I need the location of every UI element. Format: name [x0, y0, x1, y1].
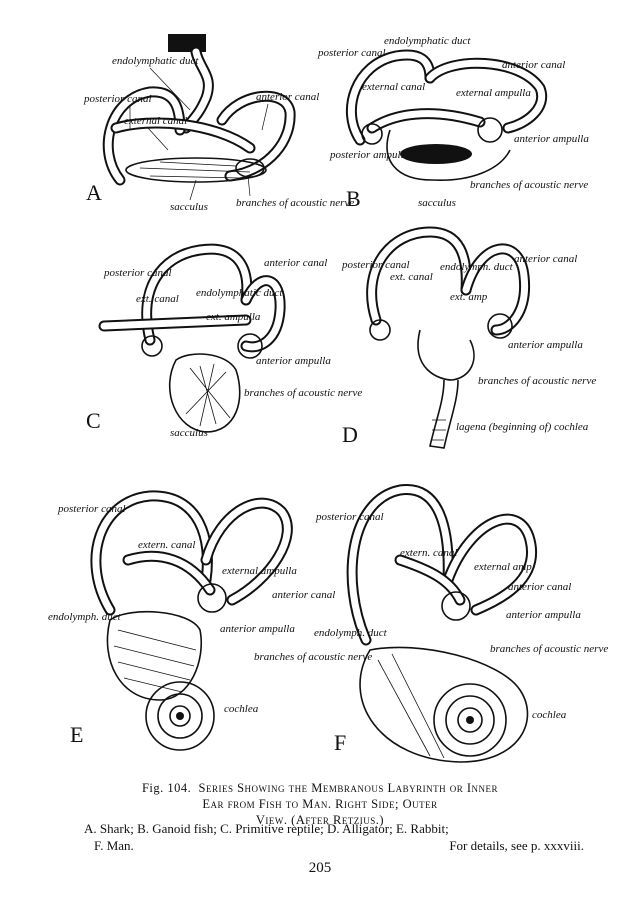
label-c-anterior-ampulla: anterior ampulla	[256, 355, 331, 367]
labyrinth-figure: endolymphatic duct posterior canal exter…	[48, 34, 608, 763]
label-d-anterior-ampulla: anterior ampulla	[508, 339, 583, 351]
panel-a: endolymphatic duct posterior canal exter…	[83, 34, 354, 213]
label-b-sacculus: sacculus	[418, 197, 456, 209]
caption-text-2: Ear from Fish to Man. Right Side; Outer	[202, 797, 438, 811]
label-b-anterior-ampulla: anterior ampulla	[514, 133, 589, 145]
figure-caption: Fig. 104. Series Showing the Membranous …	[70, 780, 570, 828]
label-c-posterior-canal: posterior canal	[103, 267, 172, 279]
label-a-duct-1: endolymphatic duct	[112, 55, 199, 67]
label-a-sacculus: sacculus	[170, 201, 208, 213]
label-d-duct: endolymph. duct	[440, 261, 514, 273]
label-b-anterior-canal: anterior canal	[502, 59, 565, 71]
panel-letter-e: E	[70, 722, 83, 747]
panel-letter-c: C	[86, 408, 101, 433]
label-f-extern-canal: extern. canal	[400, 547, 457, 559]
label-e-cochlea: cochlea	[224, 703, 259, 715]
legend-line-2-right: For details, see p. xxxviii.	[449, 838, 584, 853]
caption-line-1: Fig. 104. Series Showing the Membranous …	[70, 780, 570, 796]
label-e-external-ampulla: external ampulla	[222, 565, 297, 577]
species-legend: A. Shark; B. Ganoid fish; C. Primitive r…	[84, 820, 584, 854]
label-f-anterior-canal: anterior canal	[508, 581, 571, 593]
label-e-posterior-canal: posterior canal	[57, 503, 126, 515]
label-d-anterior-canal: anterior canal	[514, 253, 577, 265]
label-b-posterior-canal: posterior canal	[317, 47, 386, 59]
label-f-external-amp: external amp.	[474, 561, 534, 573]
label-f-duct: endolymph. duct	[314, 627, 388, 639]
label-d-lagena: lagena (beginning of) cochlea	[456, 421, 589, 433]
label-b-duct: endolymphatic duct	[384, 35, 471, 47]
label-a-anterior-canal: anterior canal	[256, 91, 319, 103]
panel-b: endolymphatic duct posterior canal anter…	[317, 35, 589, 211]
label-d-nerve: branches of acoustic nerve	[478, 375, 596, 387]
label-c-ext-canal: ext. canal	[136, 293, 179, 305]
label-b-nerve: branches of acoustic nerve	[470, 179, 588, 191]
label-a-nerve: branches of acoustic nerve	[236, 197, 354, 209]
label-e-nerve: branches of acoustic nerve	[254, 651, 372, 663]
label-a-external-canal: external canal	[124, 115, 187, 127]
label-e-anterior-ampulla: anterior ampulla	[220, 623, 295, 635]
legend-line-1: A. Shark; B. Ganoid fish; C. Primitive r…	[84, 821, 449, 836]
label-b-external-ampulla: external ampulla	[456, 87, 531, 99]
caption-fig-number: Fig. 104.	[141, 781, 192, 795]
panel-c: posterior canal anterior canal ext. cana…	[86, 243, 362, 439]
panel-letter-b: B	[346, 186, 361, 211]
label-e-extern-canal: extern. canal	[138, 539, 195, 551]
label-f-posterior-canal: posterior canal	[315, 511, 384, 523]
label-f-anterior-ampulla: anterior ampulla	[506, 609, 581, 621]
label-b-external-canal: external canal	[362, 81, 425, 93]
label-c-sacculus: sacculus	[170, 427, 208, 439]
label-a-posterior-canal: posterior canal	[83, 93, 152, 105]
label-e-anterior-canal: anterior canal	[272, 589, 335, 601]
panel-letter-a: A	[86, 180, 102, 205]
legend-line-2-left: F. Man.	[94, 838, 134, 853]
legend-line-2: F. Man. For details, see p. xxxviii.	[84, 837, 584, 854]
panel-letter-f: F	[334, 730, 346, 755]
label-c-duct: endolymphatic duct	[196, 287, 283, 299]
panel-e: posterior canal extern. canal external a…	[48, 490, 372, 751]
panel-d: posterior canal ext. canal endolymph. du…	[341, 226, 596, 449]
label-f-nerve: branches of acoustic nerve	[490, 643, 608, 655]
label-c-anterior-canal: anterior canal	[264, 257, 327, 269]
caption-text-1: Series Showing the Membranous Labyrinth …	[198, 781, 499, 795]
label-d-ext-canal: ext. canal	[390, 271, 433, 283]
panel-f: posterior canal extern. canal external a…	[314, 484, 608, 763]
label-d-ext-amp: ext. amp	[450, 291, 488, 303]
caption-text-3: View. (After Retzius.)	[255, 813, 385, 827]
label-c-nerve: branches of acoustic nerve	[244, 387, 362, 399]
label-d-posterior-canal: posterior canal	[341, 259, 410, 271]
label-f-cochlea: cochlea	[532, 709, 567, 721]
panel-letter-d: D	[342, 422, 358, 447]
label-c-ext-ampulla: ext. ampulla	[206, 311, 261, 323]
page-number: 205	[308, 860, 332, 876]
label-e-duct: endolymph. duct	[48, 611, 122, 623]
label-b-posterior-ampulla: posterior ampulla	[329, 149, 410, 161]
